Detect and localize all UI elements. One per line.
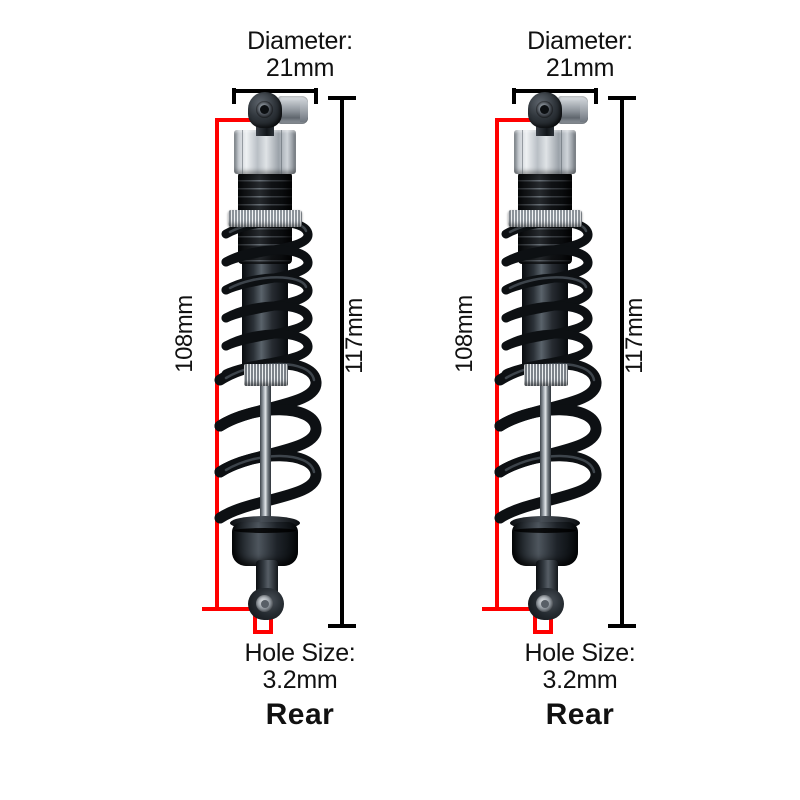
body-length-label: 108mm: [171, 295, 198, 373]
lower-spring-cup: [512, 522, 578, 566]
lower-spring-cup: [232, 522, 298, 566]
hole-size-label: Hole Size: 3.2mm: [244, 639, 356, 694]
lower-mount-bore: [541, 600, 549, 608]
position-label: Rear: [265, 698, 335, 731]
hole-size-label: Hole Size: 3.2mm: [524, 639, 636, 694]
upper-mount-bore: [260, 105, 269, 114]
spring-collar-mid: [244, 364, 288, 386]
body-length-label: 108mm: [451, 295, 478, 373]
piston-shaft: [540, 380, 551, 535]
bleeder-screw: [558, 96, 588, 124]
overall-length-dimension-rule: [608, 96, 636, 628]
diameter-label: Diameter: 21mm: [247, 27, 353, 82]
preload-collar: [508, 210, 582, 227]
spring-collar-mid: [524, 364, 568, 386]
lower-mount-bore: [261, 600, 269, 608]
shock-cap-hex: [234, 130, 296, 174]
diameter-dimension-rule: [512, 88, 598, 104]
position-label: Rear: [545, 698, 615, 731]
overall-length-dimension-rule: [328, 96, 356, 628]
upper-mount-bore: [540, 105, 549, 114]
diameter-dimension-rule: [232, 88, 318, 104]
piston-shaft: [260, 380, 271, 535]
shock-cap-hex: [514, 130, 576, 174]
product-figure-rear-left: Diameter: 21mm: [160, 0, 440, 800]
diameter-label: Diameter: 21mm: [527, 27, 633, 82]
shock-absorber-image: [490, 92, 630, 622]
product-figure-rear-right: Diameter: 21mm 108mm: [440, 0, 720, 800]
bleeder-screw: [278, 96, 308, 124]
preload-collar: [228, 210, 302, 227]
shock-absorber-image: [210, 92, 350, 622]
